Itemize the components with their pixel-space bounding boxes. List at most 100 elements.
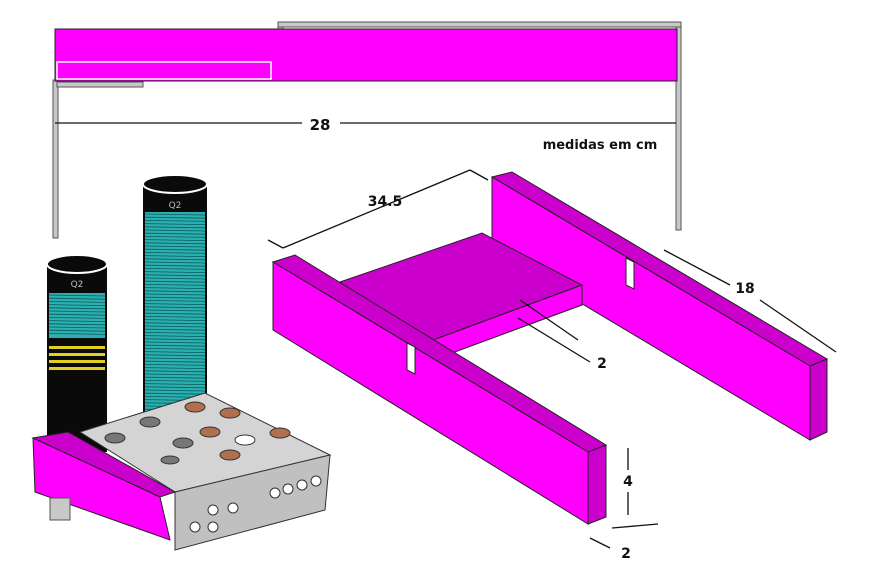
coil-winding-stripe [144, 300, 206, 302]
coil-winding-stripe [144, 367, 206, 369]
chassis-foot [49, 497, 71, 521]
coil-winding-stripe [144, 248, 206, 251]
dim-thickness-label: 2 [597, 356, 607, 372]
coil-winding-stripe [144, 338, 206, 341]
dim-length-tick-a [267, 239, 284, 249]
dim-thickness-line [517, 317, 591, 363]
coil-winding-stripe [48, 326, 106, 329]
coil-winding-stripe [144, 309, 206, 312]
coil-winding-stripe [144, 348, 206, 350]
coil-winding-stripe [144, 303, 206, 305]
coil-winding-stripe [144, 293, 206, 296]
dim-bottom-line-a [589, 537, 611, 549]
dim-length-label: 34.5 [368, 194, 403, 210]
front-rail-end [587, 444, 607, 525]
dim-bottom-line-b [611, 523, 659, 529]
coil-winding-stripe [144, 332, 206, 334]
coil-winding-stripe [144, 277, 206, 280]
coil-winding-stripe [144, 383, 206, 385]
coil-short-yellow-3 [49, 360, 105, 363]
chassis-sockets [104, 401, 291, 465]
coil-winding-stripe [144, 287, 206, 289]
coil-winding-stripe [144, 357, 206, 360]
dim-depth-label: 18 [735, 281, 754, 297]
coil-winding-stripe [144, 389, 206, 392]
coil-winding-stripe [144, 335, 206, 337]
coil-winding-stripe [144, 322, 206, 325]
coil-winding-stripe [48, 333, 106, 335]
coil-winding-stripe [144, 325, 206, 328]
coil-winding-stripe [144, 271, 206, 273]
coil-winding-stripe [48, 304, 106, 306]
coil-winding-stripe [144, 268, 206, 270]
coil-tall-winding [145, 212, 205, 412]
coil-winding-stripe [144, 306, 206, 309]
coil-winding-stripe [144, 264, 206, 267]
coil-winding-stripe [144, 242, 206, 245]
coil-short-yellow-4 [49, 367, 105, 370]
coil-tall-top [142, 174, 208, 194]
units-label: medidas em cm [543, 138, 658, 153]
coil-short-stripes [48, 294, 106, 335]
coil-winding-stripe [144, 232, 206, 235]
chassis [31, 392, 332, 551]
coil-winding-stripe [144, 245, 206, 248]
coil-winding-stripe [144, 328, 206, 331]
coil-winding-stripe [144, 252, 206, 254]
top-inner-outline [56, 61, 272, 80]
coil-short-label: Q2 [71, 280, 84, 290]
coil-winding-stripe [48, 329, 106, 332]
iso-frame [271, 171, 829, 525]
coil-winding-stripe [144, 261, 206, 264]
coil-winding-stripe [144, 360, 206, 363]
top-upper-rail [277, 21, 682, 28]
coil-winding-stripe [144, 351, 206, 353]
coil-winding-stripe [144, 258, 206, 261]
dim-thickness-line-2 [519, 299, 579, 341]
dim-depth-line-b [759, 299, 837, 353]
coil-winding-stripe [144, 386, 206, 389]
coil-winding-stripe [144, 284, 206, 286]
coil-winding-stripe [48, 323, 106, 326]
coil-winding-stripe [144, 226, 206, 229]
coil-winding-stripe [48, 313, 106, 316]
coil-winding-stripe [144, 380, 206, 382]
coil-winding-stripe [144, 220, 206, 222]
coil-winding-stripe [144, 255, 206, 257]
coil-winding-stripe [144, 316, 206, 318]
coil-tall-label: Q2 [169, 201, 182, 211]
coil-winding-stripe [144, 223, 206, 225]
coil-winding-stripe [144, 236, 206, 238]
coil-winding-stripe [144, 370, 206, 373]
coil-winding-stripe [144, 373, 206, 376]
coil-winding-stripe [144, 364, 206, 366]
coil-winding-stripe [144, 274, 206, 277]
coil-winding-stripe [144, 344, 206, 347]
coil-winding-stripe [144, 216, 206, 219]
coil-winding-stripe [144, 376, 206, 379]
coil-winding-stripe [144, 229, 206, 232]
coil-winding-stripe [48, 307, 106, 310]
dim-depth-line-a [663, 249, 731, 286]
coil-short-yellow-2 [49, 353, 105, 356]
coil-winding-stripe [48, 310, 106, 313]
coil-short-yellow-1 [49, 346, 105, 349]
dim-28-label: 28 [310, 116, 331, 134]
coil-winding-stripe [48, 294, 106, 297]
dim-height-label: 4 [623, 474, 633, 490]
coil-winding-stripe [144, 290, 206, 293]
front-rail-slot [406, 342, 416, 375]
coil-form-short: Q2 [46, 254, 108, 452]
top-left-rail [52, 79, 59, 239]
coil-winding-stripe [144, 312, 206, 315]
coil-winding-stripe [144, 296, 206, 299]
coil-winding-stripe [48, 297, 106, 300]
coil-winding-stripe [48, 301, 106, 303]
coil-winding-stripe [144, 213, 206, 216]
coil-winding-stripe [144, 239, 206, 241]
chassis-bracket-front [32, 437, 171, 541]
coil-winding-stripe [144, 319, 206, 321]
coil-winding-stripe [48, 317, 106, 319]
coil-winding-stripe [144, 392, 206, 395]
